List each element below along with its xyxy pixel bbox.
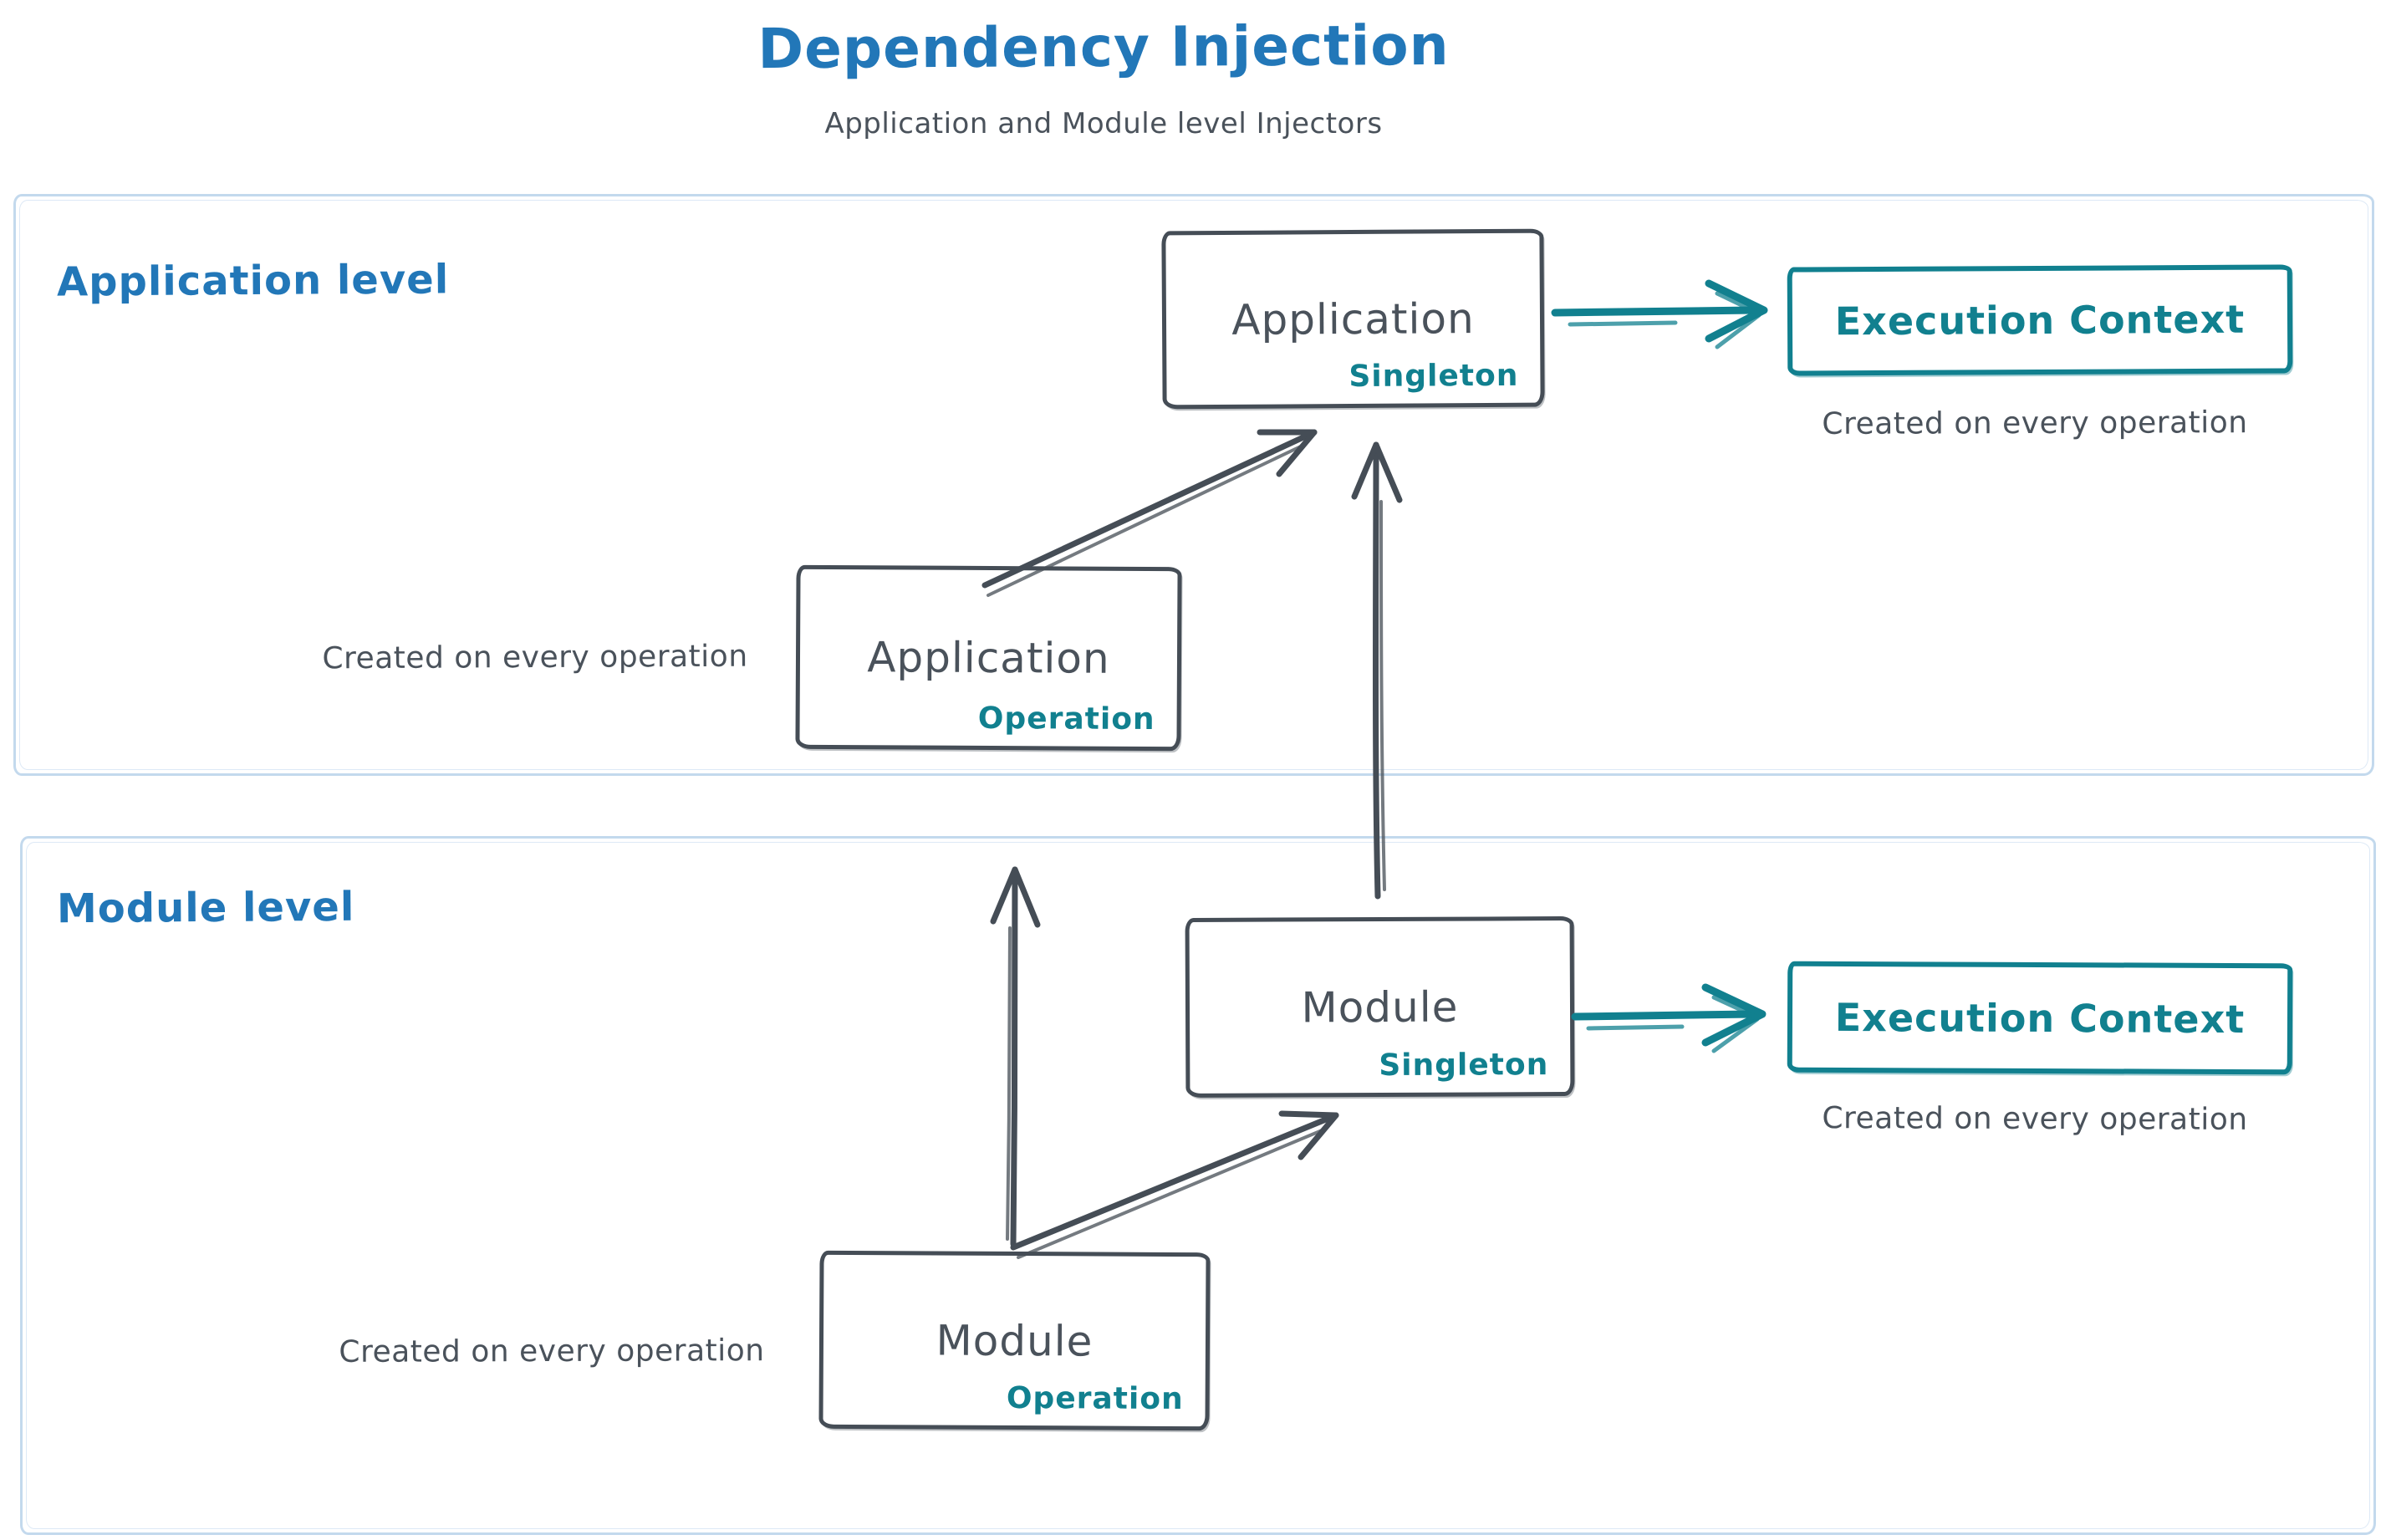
execution-context-module-label: Execution Context bbox=[1834, 994, 2246, 1042]
node-module-singleton-label: Module bbox=[1301, 982, 1459, 1032]
node-application-singleton: Application Singleton bbox=[1161, 228, 1545, 410]
node-application-operation-scope: Operation bbox=[977, 701, 1155, 737]
caption-execution-context-module: Created on every operation bbox=[1822, 1101, 2248, 1137]
page-title: Dependency Injection bbox=[757, 13, 1450, 82]
caption-module-operation: Created on every operation bbox=[339, 1333, 765, 1369]
application-level-label: Application level bbox=[56, 256, 450, 306]
node-module-singleton: Module Singleton bbox=[1185, 915, 1575, 1099]
module-level-container bbox=[20, 836, 2376, 1535]
node-application-operation-label: Application bbox=[867, 633, 1110, 683]
node-module-singleton-scope: Singleton bbox=[1379, 1048, 1549, 1084]
node-application-singleton-label: Application bbox=[1231, 293, 1475, 344]
node-application-singleton-scope: Singleton bbox=[1348, 358, 1519, 395]
node-execution-context-module: Execution Context bbox=[1787, 961, 2293, 1075]
page-subtitle: Application and Module level Injectors bbox=[824, 107, 1383, 140]
node-application-operation: Application Operation bbox=[795, 564, 1182, 752]
execution-context-application-label: Execution Context bbox=[1834, 296, 2246, 344]
module-level-label: Module level bbox=[56, 883, 355, 933]
node-module-operation: Module Operation bbox=[818, 1250, 1211, 1431]
caption-execution-context-application: Created on every operation bbox=[1822, 405, 2248, 441]
node-execution-context-application: Execution Context bbox=[1787, 264, 2293, 376]
application-level-container bbox=[13, 194, 2374, 776]
node-module-operation-label: Module bbox=[936, 1316, 1094, 1365]
caption-application-operation: Created on every operation bbox=[322, 639, 748, 676]
node-module-operation-scope: Operation bbox=[1006, 1380, 1184, 1417]
